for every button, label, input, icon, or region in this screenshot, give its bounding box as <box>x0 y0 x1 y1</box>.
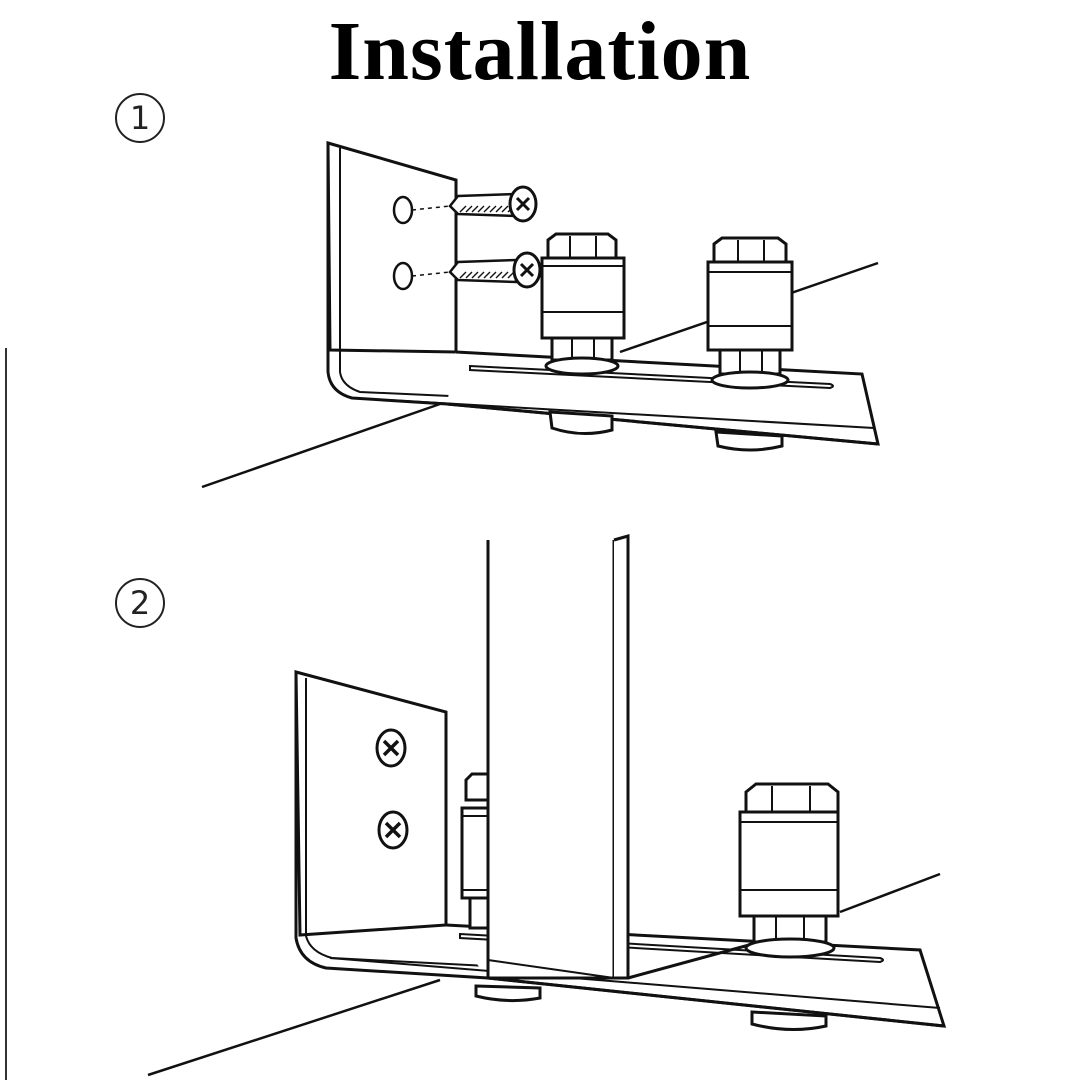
screw-icon <box>448 185 538 223</box>
screw-icon <box>448 251 542 289</box>
roller-icon <box>706 236 794 452</box>
step-1-floor-line <box>201 402 441 489</box>
roller-icon <box>540 232 626 435</box>
hole-icon <box>392 195 414 225</box>
step-1-marker: 1 <box>115 93 165 143</box>
hole-icon <box>392 261 414 291</box>
step-1-illustration <box>201 140 880 489</box>
door-panel <box>486 534 761 980</box>
step-2-marker: 2 <box>115 578 165 628</box>
step-2-floor-line <box>147 978 441 1077</box>
step-2-illustration <box>147 534 947 1077</box>
roller-icon <box>738 782 840 1032</box>
step-2-wall-line <box>839 872 941 914</box>
page-title: Installation <box>328 5 752 98</box>
